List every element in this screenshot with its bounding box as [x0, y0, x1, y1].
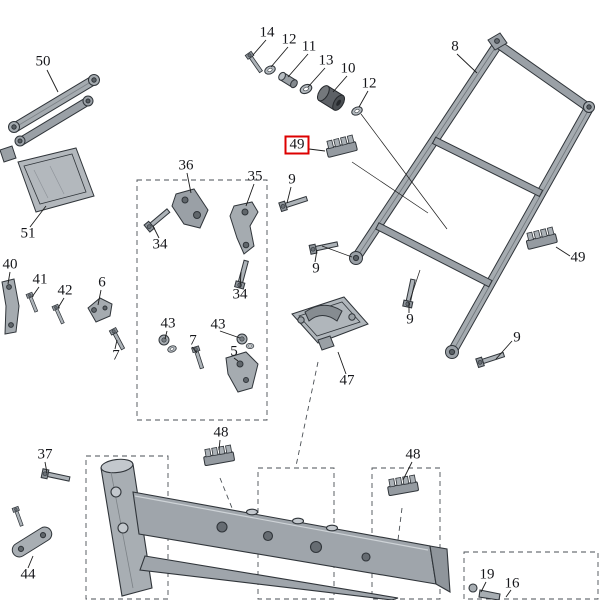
part-51-pad	[0, 145, 95, 213]
part-label-12-b[interactable]: 12	[361, 75, 377, 92]
part-label-9-d[interactable]: 9	[513, 329, 521, 346]
part-label-48-b[interactable]: 48	[405, 446, 421, 463]
part-label-34-b[interactable]: 34	[232, 286, 248, 303]
part-label-12-a[interactable]: 12	[281, 31, 297, 48]
part-11-collar	[278, 71, 298, 89]
group-box-center	[257, 467, 335, 600]
frame-head-tube-top	[100, 458, 134, 474]
part-label-36[interactable]: 36	[178, 157, 194, 174]
frame-hole	[262, 530, 274, 542]
part-label-9-c[interactable]: 9	[406, 311, 414, 328]
part-label-40[interactable]: 40	[2, 256, 18, 273]
frame-boss	[325, 524, 339, 532]
part-10-damper	[316, 85, 346, 111]
main-frame	[100, 458, 501, 600]
part-label-13[interactable]: 13	[318, 52, 334, 69]
leader-lines	[7, 39, 571, 598]
bolts	[11, 193, 506, 528]
part-label-49-selected[interactable]: 49	[284, 135, 310, 155]
part-43-nut-a	[158, 334, 170, 346]
part-9-bolt-a	[278, 193, 309, 213]
part-37-bolt	[40, 468, 71, 484]
part-label-5[interactable]: 5	[230, 343, 238, 360]
part-36-bracket	[171, 188, 209, 229]
part-label-6[interactable]: 6	[98, 274, 106, 291]
part-label-47[interactable]: 47	[339, 372, 355, 389]
part-14-bolt	[244, 50, 265, 75]
part-label-9-b[interactable]: 9	[312, 260, 320, 277]
part-47-bracket	[291, 296, 369, 351]
part-34-bolt-a	[143, 206, 172, 233]
small-block	[0, 145, 17, 163]
part-6-bracket	[87, 297, 113, 323]
part-35-bracket	[229, 201, 259, 255]
part-label-50[interactable]: 50	[35, 53, 51, 70]
part-label-43-b[interactable]: 43	[210, 316, 226, 333]
part-13-collar	[298, 82, 314, 96]
assembly-dashed-line-47	[295, 361, 319, 467]
part-43-nut-b	[236, 333, 248, 345]
frame-fitting	[468, 583, 478, 593]
part-label-14[interactable]: 14	[259, 24, 275, 41]
subframe-top-cross	[495, 40, 592, 112]
part-34-bolt-b	[234, 259, 252, 290]
group-box-bottom-right	[463, 551, 599, 600]
part-label-16[interactable]: 16	[504, 575, 520, 592]
part-label-7-a[interactable]: 7	[112, 347, 120, 364]
frame-hole	[216, 521, 228, 533]
part-12-washer-a	[262, 63, 278, 77]
assembly-dashed-line-48b	[397, 507, 403, 541]
frame-lower-rail	[139, 555, 399, 600]
frame-fitting	[478, 589, 501, 600]
part-label-7-b[interactable]: 7	[189, 332, 197, 349]
frame-boss	[291, 517, 305, 525]
part-label-49-right[interactable]: 49	[570, 249, 586, 266]
subframe-rail-lower	[447, 105, 594, 355]
part-label-19[interactable]: 19	[479, 566, 495, 583]
frame-boss	[117, 522, 129, 534]
part-50-stay	[8, 74, 100, 147]
part-label-42[interactable]: 42	[57, 282, 73, 299]
fastener-chain	[244, 50, 365, 118]
part-49-damper-center	[323, 134, 358, 158]
assembly-dashed-line-48a	[219, 477, 233, 509]
part-label-37[interactable]: 37	[37, 446, 53, 463]
frame-hole	[309, 540, 323, 554]
subframe-mid-cross	[431, 136, 544, 198]
part-43-washer-b	[245, 342, 255, 350]
part-label-10[interactable]: 10	[340, 60, 356, 77]
part-9-bolt-c	[402, 278, 418, 309]
part-49-damper-right	[523, 226, 558, 250]
part-9-bolt-d	[475, 349, 506, 369]
part-label-51[interactable]: 51	[20, 225, 36, 242]
part-43-washer-a	[166, 344, 178, 354]
frame-boss	[110, 486, 122, 498]
part-label-43-a[interactable]: 43	[160, 315, 176, 332]
part-label-11[interactable]: 11	[301, 38, 317, 55]
group-box-linkage	[136, 179, 268, 421]
part-label-8[interactable]: 8	[451, 38, 459, 55]
part-label-35[interactable]: 35	[247, 168, 263, 185]
part-48-damper-left	[201, 444, 236, 467]
part-41-bolt	[25, 291, 40, 314]
part-40-stay	[1, 278, 20, 335]
part-label-9-a[interactable]: 9	[288, 171, 296, 188]
part-label-41[interactable]: 41	[32, 271, 48, 288]
part-label-48-a[interactable]: 48	[213, 424, 229, 441]
frame-beam-end	[429, 545, 451, 593]
part-48-damper-right	[385, 474, 420, 497]
subframe-lower-cross	[375, 222, 493, 288]
small-bolt	[11, 505, 26, 528]
part-44-strap	[11, 526, 53, 558]
frame-hole	[361, 552, 371, 562]
frame-boss	[245, 508, 259, 516]
part-5-bracket	[225, 351, 259, 393]
part-label-34-a[interactable]: 34	[152, 236, 168, 253]
part-8-subframe	[349, 32, 595, 359]
part-label-44[interactable]: 44	[20, 566, 36, 583]
